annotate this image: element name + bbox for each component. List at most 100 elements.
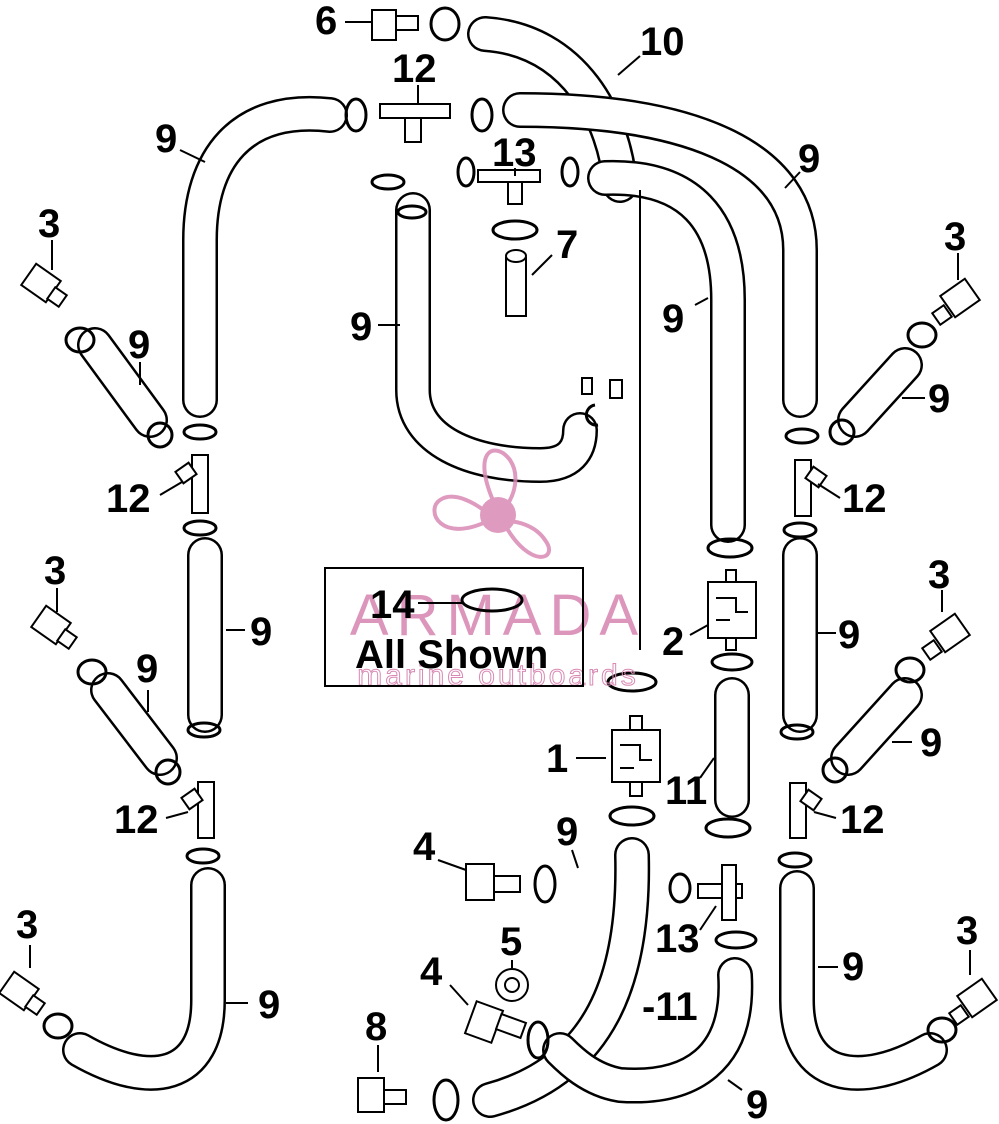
- clamp-14-icon: [460, 587, 524, 613]
- watermark-propeller-logo: [432, 448, 551, 559]
- callout-9-upper-left: 9: [155, 117, 177, 161]
- clamp-left-7: [186, 721, 222, 739]
- tee-fitting-12-left-lower: [180, 781, 215, 839]
- hose-9-left-short-lower: [90, 672, 178, 776]
- callout-5: 5: [500, 920, 522, 964]
- hose-9-center-u: [395, 192, 598, 483]
- clamp-11-bottom: [704, 817, 752, 839]
- callout-1: 1: [546, 737, 568, 781]
- clamp-left-2: [146, 421, 174, 449]
- callout-3-upper-left: 3: [38, 202, 60, 246]
- callout-11-lower: -11: [642, 985, 698, 1029]
- callout-9-bottom: 9: [746, 1083, 768, 1124]
- fuel-filter-2: [706, 537, 757, 672]
- hose-9-left-short-upper: [77, 327, 168, 438]
- watermark: ARMADA marine outboards: [350, 448, 646, 693]
- fitting-7: [491, 219, 539, 317]
- callout-9-center: 9: [350, 305, 372, 349]
- hoses: [62, 16, 948, 1118]
- clamp-right-3: [784, 427, 820, 445]
- connector-3-upper-right: [930, 277, 982, 327]
- callout-12-left-upper: 12: [106, 477, 151, 521]
- hose-9-left-bottom: [62, 867, 226, 1091]
- callouts: 6 12 10 9 13 9 3 7 3 9 9 9 9 12 12 3 3 9…: [16, 0, 978, 1124]
- callout-3-lower-left: 3: [16, 903, 38, 947]
- tee-fitting-12-top: [344, 97, 494, 143]
- callout-11-upper: 11: [665, 769, 707, 813]
- hose-9-right-short-lower: [830, 677, 923, 776]
- callout-3-upper-right: 3: [944, 215, 966, 259]
- clamp-left-4: [182, 519, 218, 537]
- tee-fitting-12-right-lower: [789, 782, 823, 839]
- hose-11-lower: [542, 957, 754, 1104]
- clamp-right-7: [779, 723, 815, 741]
- callout-3-mid-right: 3: [928, 553, 950, 597]
- washer-5: [495, 968, 529, 1002]
- callout-9-right-mid: 9: [838, 613, 860, 657]
- callout-9-right-bottom: 9: [842, 945, 864, 989]
- callout-10: 10: [640, 20, 685, 64]
- tee-fitting-13-lower: [668, 864, 758, 950]
- tee-fitting-12-right-upper: [794, 459, 828, 517]
- callout-6: 6: [315, 0, 337, 43]
- connector-3-upper-left: [19, 262, 69, 309]
- callout-4-upper: 4: [413, 825, 436, 869]
- hose-9-right-short-upper: [837, 347, 923, 438]
- clamp-left-3: [182, 423, 218, 441]
- callout-14: 14: [370, 583, 415, 627]
- connector-3-lower-right: [947, 977, 999, 1027]
- callout-9-left-short-lower: 9: [136, 647, 158, 691]
- hose-9-right-bottom: [779, 870, 948, 1091]
- callout-12-right-upper: 12: [842, 477, 887, 521]
- clamp-right-2: [828, 418, 856, 446]
- fittings: [0, 6, 999, 1122]
- clamp-right-9: [926, 1016, 958, 1044]
- callout-3-mid-left: 3: [44, 549, 66, 593]
- callout-9-left-bottom: 9: [258, 983, 280, 1027]
- clamp-center-top-2: [370, 173, 406, 191]
- tee-fitting-13-top: [456, 156, 580, 205]
- elbow-fitting-6: [371, 6, 461, 42]
- inset-caption: All Shown: [355, 633, 548, 677]
- clamp-right-8: [777, 851, 813, 869]
- tee-fitting-12-left-upper: [174, 454, 209, 514]
- clamp-right-4: [782, 521, 818, 539]
- inset-box-14: 14 All Shown: [324, 567, 584, 687]
- clamp-center-top: [396, 204, 428, 220]
- leader-lines: [29, 21, 971, 1091]
- callout-12-top: 12: [392, 47, 437, 91]
- callout-2: 2: [662, 620, 684, 664]
- elbow-fitting-8: [357, 1077, 460, 1122]
- clamp-left-1: [64, 326, 96, 354]
- clamp-left-6: [154, 758, 182, 786]
- callout-12-right-lower: 12: [840, 798, 885, 842]
- clamp-left-9: [42, 1012, 74, 1040]
- callout-8: 8: [365, 1005, 387, 1049]
- fuel-filter-1: [608, 715, 661, 827]
- watermark-brand: ARMADA: [350, 583, 646, 648]
- callout-12-left-lower: 12: [114, 798, 159, 842]
- callout-4-lower: 4: [420, 950, 443, 994]
- clamp-right-1: [906, 321, 938, 349]
- callout-13-lower: 13: [655, 917, 700, 961]
- callout-13-top: 13: [492, 131, 537, 175]
- connector-3-mid-right: [920, 612, 972, 662]
- connector-3-mid-left: [29, 604, 79, 651]
- callout-3-lower-right: 3: [956, 909, 978, 953]
- callout-7: 7: [556, 223, 578, 267]
- hose-9-lower-center: [472, 837, 651, 1118]
- small-clips-center: [581, 377, 623, 427]
- clamp-right-5: [894, 656, 926, 684]
- callout-9-left-mid: 9: [250, 610, 272, 654]
- callout-9-right-short-lower: 9: [920, 721, 942, 765]
- clamp-inset-out: [606, 671, 658, 693]
- elbow-fitting-4-lower: [463, 999, 550, 1060]
- callout-9-lower-center: 9: [556, 810, 578, 854]
- elbow-fitting-4-upper: [465, 863, 557, 904]
- clamp-left-5: [76, 658, 108, 686]
- hose-9-left-arc: [182, 95, 348, 418]
- callout-9-center-right: 9: [662, 297, 684, 341]
- callout-9-right-short-upper: 9: [928, 377, 950, 421]
- hose-9-right-inner: [587, 159, 746, 543]
